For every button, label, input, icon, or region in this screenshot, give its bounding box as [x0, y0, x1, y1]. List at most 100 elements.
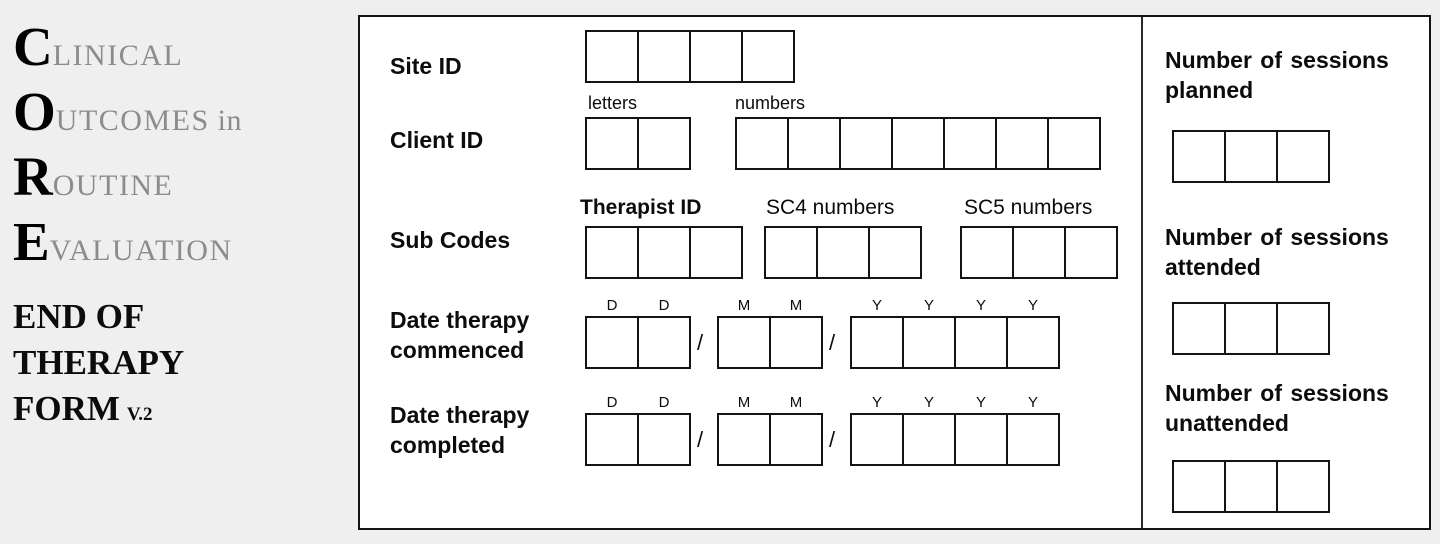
entry-cell[interactable] — [1224, 302, 1278, 355]
entry-cell[interactable] — [769, 316, 823, 369]
date-letter: Y — [923, 394, 934, 411]
entry-cell[interactable] — [1276, 130, 1330, 183]
entry-cell[interactable] — [1012, 226, 1066, 279]
date-letter: D — [658, 297, 670, 314]
entry-cell[interactable] — [764, 226, 818, 279]
client-id-numbers-label: numbers — [735, 93, 806, 113]
entry-cell[interactable] — [902, 413, 956, 466]
entry-cell[interactable] — [1172, 460, 1226, 513]
entry-cell[interactable] — [1006, 413, 1060, 466]
entry-cell[interactable] — [787, 117, 841, 170]
commenced-day-boxes — [585, 316, 691, 369]
entry-cell[interactable] — [741, 30, 795, 83]
sub-codes-label: Sub Codes — [390, 227, 511, 253]
entry-cell[interactable] — [637, 30, 691, 83]
entry-cell[interactable] — [943, 117, 997, 170]
date-letter: D — [658, 394, 670, 411]
date-letter: D — [606, 394, 618, 411]
form-title-line2: THERAPY — [13, 343, 185, 382]
entry-cell[interactable] — [850, 413, 904, 466]
entry-cell[interactable] — [850, 316, 904, 369]
core-logo: CLINICAL OUTCOMES in ROUTINE EVALUATION — [13, 14, 242, 274]
entry-cell[interactable] — [839, 117, 893, 170]
entry-cell[interactable] — [585, 413, 639, 466]
sc4-label: SC4 numbers — [766, 196, 895, 219]
site-id-boxes — [585, 30, 795, 83]
entry-cell[interactable] — [637, 117, 691, 170]
client-id-label: Client ID — [390, 127, 484, 153]
sc5-label: SC5 numbers — [964, 196, 1093, 219]
commenced-year-boxes — [850, 316, 1060, 369]
entry-cell[interactable] — [1276, 302, 1330, 355]
logo-initial: O — [13, 81, 56, 142]
entry-cell[interactable] — [735, 117, 789, 170]
sessions-attended-label: Number of sessions attended — [1165, 224, 1389, 280]
entry-cell[interactable] — [585, 316, 639, 369]
date-commenced-label: Date therapy commenced — [390, 307, 530, 363]
version-label: V.2 — [126, 404, 153, 425]
logo-initial: C — [13, 16, 53, 77]
completed-month-boxes — [717, 413, 823, 466]
entry-cell[interactable] — [1064, 226, 1118, 279]
date-separator: / — [829, 330, 836, 355]
sessions-unattended-label: Number of sessions unattended — [1165, 380, 1389, 436]
commenced-month-boxes — [717, 316, 823, 369]
date-letter: D — [606, 297, 618, 314]
logo-line-outcomes: OUTCOMES in — [13, 81, 242, 142]
entry-cell[interactable] — [689, 226, 743, 279]
date-letter: M — [789, 297, 803, 314]
entry-cell[interactable] — [1006, 316, 1060, 369]
entry-cell[interactable] — [585, 117, 639, 170]
entry-cell[interactable] — [637, 413, 691, 466]
entry-cell[interactable] — [954, 413, 1008, 466]
date-separator: / — [697, 330, 704, 355]
entry-cell[interactable] — [1172, 302, 1226, 355]
date-letter: Y — [975, 297, 986, 314]
entry-cell[interactable] — [769, 413, 823, 466]
entry-cell[interactable] — [585, 30, 639, 83]
entry-cell[interactable] — [816, 226, 870, 279]
entry-cell[interactable] — [954, 316, 1008, 369]
entry-cell[interactable] — [902, 316, 956, 369]
site-id-label: Site ID — [390, 53, 462, 79]
entry-cell[interactable] — [637, 316, 691, 369]
completed-year-boxes — [850, 413, 1060, 466]
date-letter: Y — [1027, 297, 1038, 314]
sc5-boxes — [960, 226, 1118, 279]
sessions-planned-label: Number of sessions planned — [1165, 47, 1389, 103]
entry-cell[interactable] — [1276, 460, 1330, 513]
date-letter: Y — [871, 394, 882, 411]
entry-cell[interactable] — [585, 226, 639, 279]
entry-cell[interactable] — [868, 226, 922, 279]
client-id-letters-boxes — [585, 117, 691, 170]
logo-line-evaluation: EVALUATION — [13, 211, 233, 272]
form-title-line1: END OF — [13, 297, 145, 336]
entry-cell[interactable] — [891, 117, 945, 170]
logo-initial: E — [13, 211, 50, 272]
therapist-id-label: Therapist ID — [580, 196, 702, 219]
entry-cell[interactable] — [995, 117, 1049, 170]
entry-cell[interactable] — [1224, 460, 1278, 513]
date-separator: / — [697, 427, 704, 452]
entry-cell[interactable] — [1047, 117, 1101, 170]
entry-cell[interactable] — [717, 316, 771, 369]
entry-cell[interactable] — [717, 413, 771, 466]
therapist-id-boxes — [585, 226, 743, 279]
entry-cell[interactable] — [1224, 130, 1278, 183]
logo-line-clinical: CLINICAL — [13, 16, 184, 77]
date-letter: Y — [923, 297, 934, 314]
entry-cell[interactable] — [637, 226, 691, 279]
entry-cell[interactable] — [1172, 130, 1226, 183]
client-id-letters-label: letters — [588, 93, 638, 113]
completed-day-boxes — [585, 413, 691, 466]
entry-cell[interactable] — [689, 30, 743, 83]
entry-cell[interactable] — [960, 226, 1014, 279]
date-letter: Y — [975, 394, 986, 411]
